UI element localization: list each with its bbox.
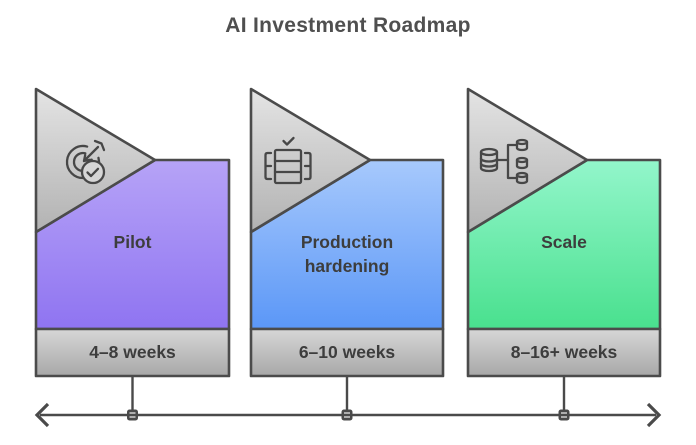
stage-label-pilot: Pilot: [113, 232, 152, 252]
arrow-right-icon: [646, 402, 662, 428]
stage-card-pilot: [34, 87, 231, 378]
table-check-icon: [264, 136, 312, 185]
database-shard-icon: [479, 138, 529, 185]
milestone-node-icon: [127, 409, 138, 421]
stage-duration-production-hardening: 6–10 weeks: [298, 342, 396, 362]
milestone-node-icon: [341, 409, 353, 421]
stage-duration-scale: 8–16+ weeks: [510, 342, 618, 362]
stage-label-scale: Scale: [541, 232, 587, 252]
stage-duration-bar: [249, 327, 445, 378]
stage-duration-bar: [466, 327, 662, 378]
target-arrow-check-icon: [65, 139, 106, 185]
timeline: [34, 377, 662, 428]
milestone-node-icon: [558, 409, 570, 421]
stage-duration-pilot: 4–8 weeks: [89, 342, 176, 362]
arrow-left-icon: [34, 402, 50, 428]
page-title: AI Investment Roadmap: [225, 14, 471, 37]
stage-duration-bar: [34, 327, 231, 378]
stage-card-scale: [466, 87, 662, 378]
stage-label-production-hardening: Production hardening: [300, 232, 394, 277]
stage-card-production-hardening: [249, 87, 445, 378]
